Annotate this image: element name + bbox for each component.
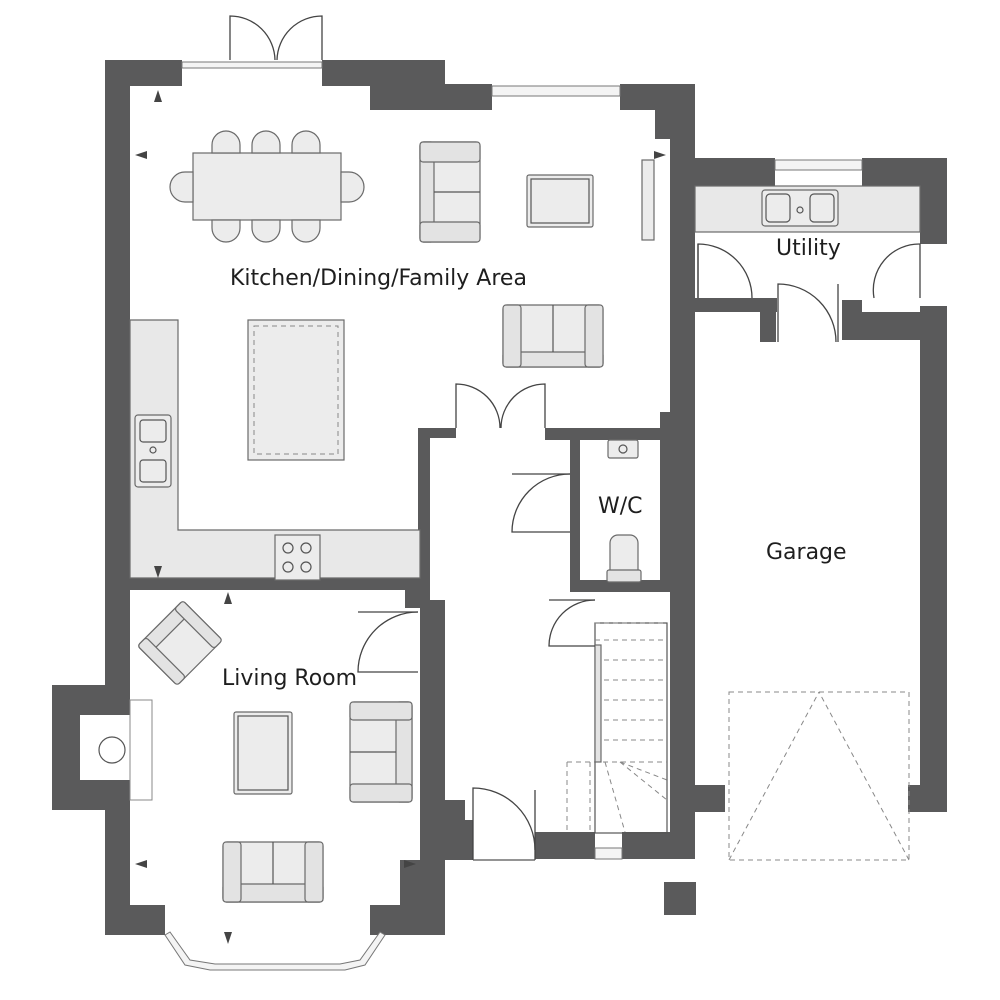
kitchen-island: [247, 319, 345, 461]
hall-double-doors: [455, 383, 546, 429]
utility-label: Utility: [776, 236, 841, 261]
staircase: [566, 622, 668, 834]
french-doors-top: [229, 15, 323, 61]
tv-unit: [641, 159, 655, 241]
wc-label: W/C: [598, 494, 643, 519]
living-door: [357, 611, 419, 673]
front-door: [472, 787, 536, 861]
wc-fixtures: [606, 439, 642, 583]
garage-door: [728, 691, 910, 861]
living-sofa-bottom: [222, 841, 324, 903]
stair-door: [548, 599, 596, 647]
garage-label: Garage: [766, 540, 847, 565]
dimension-arrows: [135, 90, 666, 944]
wc-door: [511, 473, 571, 533]
coffee-table-family: [526, 174, 594, 228]
floors: [80, 699, 153, 801]
utility-doors: [697, 243, 921, 343]
utility-counter: [694, 185, 921, 233]
family-sofa-1: [419, 141, 481, 243]
armchair: [138, 601, 222, 685]
living-sofa-right: [349, 701, 413, 803]
living-coffee-table: [233, 711, 293, 795]
kitchen-counter: [129, 319, 421, 581]
dining-table: [169, 130, 365, 243]
kitchen-label: Kitchen/Dining/Family Area: [230, 266, 527, 291]
exterior-walls: [52, 60, 947, 935]
living-room-label: Living Room: [222, 666, 357, 691]
windows: [164, 61, 863, 971]
interior-walls: [105, 300, 862, 608]
family-sofa-2: [502, 304, 604, 368]
